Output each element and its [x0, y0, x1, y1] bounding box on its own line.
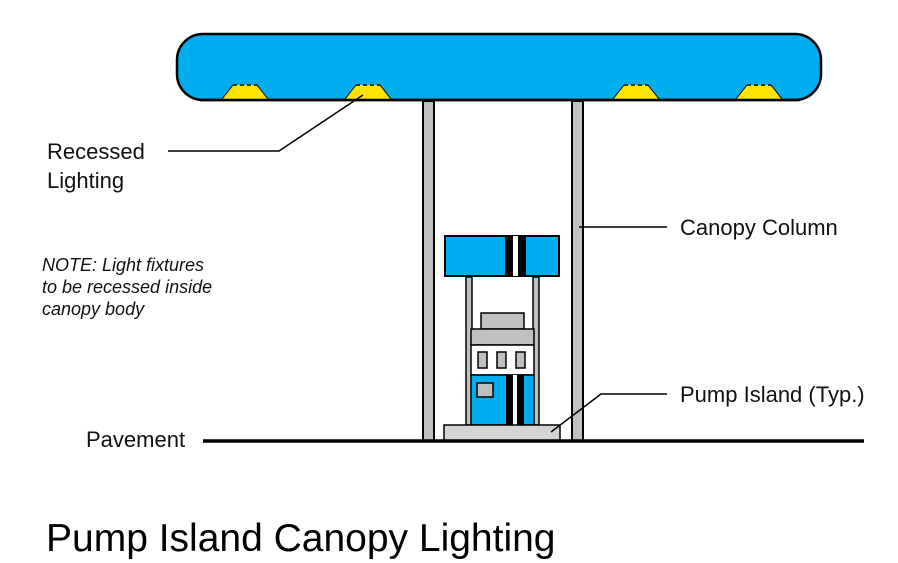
label-recessed-lighting: Recessed Lighting [47, 137, 145, 195]
label-canopy-column: Canopy Column [680, 215, 838, 240]
recessed-lights [221, 84, 783, 100]
leader-pump-island [550, 393, 667, 433]
recessed-light [612, 84, 660, 100]
note-text: NOTE: Light fixtures to be recessed insi… [42, 254, 212, 320]
label-recessed-lighting-line1: Recessed [47, 139, 145, 164]
label-pump-island: Pump Island (Typ.) [680, 382, 865, 407]
note-line: canopy body [42, 299, 145, 319]
label-recessed-lighting-line2: Lighting [47, 168, 125, 193]
pump-display-window [477, 351, 488, 369]
recessed-light [221, 84, 269, 100]
pump-display-window [496, 351, 507, 369]
recessed-light [344, 84, 392, 100]
pump-island [443, 424, 561, 442]
pump-keypad [476, 382, 494, 398]
note-line: NOTE: Light fixtures [42, 255, 205, 275]
leader-recessed-lighting [168, 94, 364, 152]
diagram-title: Pump Island Canopy Lighting [46, 517, 556, 560]
label-pavement: Pavement [86, 427, 186, 452]
note-line: to be recessed inside [42, 277, 213, 297]
canopy-column-left [422, 100, 435, 442]
recessed-light [735, 84, 783, 100]
fuel-pump [470, 312, 535, 426]
canopy-body [175, 32, 823, 102]
pump-sign [444, 235, 560, 277]
canopy-column-right [571, 100, 584, 442]
pump-display-window [515, 351, 526, 369]
